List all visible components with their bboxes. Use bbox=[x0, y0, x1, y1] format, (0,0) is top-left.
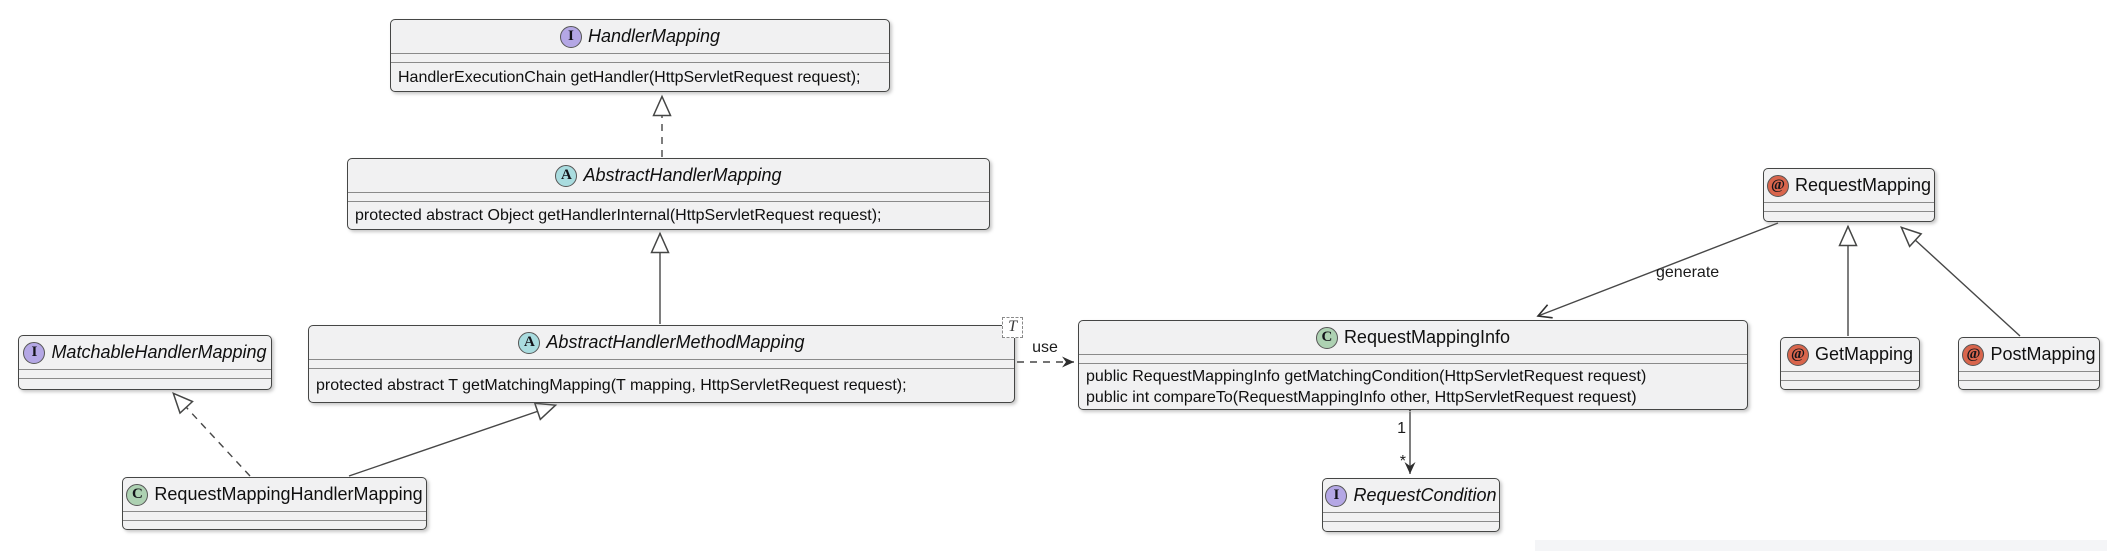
method-signature: public RequestMappingInfo getMatchingCon… bbox=[1086, 368, 1647, 385]
annotation-icon: @ bbox=[1962, 343, 1985, 366]
methods-compartment bbox=[123, 520, 426, 529]
class-icon: C bbox=[126, 483, 149, 506]
annotation-icon: @ bbox=[1766, 174, 1789, 197]
edge-requestmappinghandlermapping-extends-abstracthandlermethodmapping bbox=[348, 402, 558, 477]
class-title: A AbstractHandlerMapping bbox=[348, 159, 989, 192]
class-name: RequestCondition bbox=[1353, 485, 1497, 505]
class-box-MatchableHandlerMapping: I MatchableHandlerMapping bbox=[18, 335, 272, 390]
class-title: I MatchableHandlerMapping bbox=[19, 336, 271, 369]
class-name: MatchableHandlerMapping bbox=[51, 342, 267, 362]
methods-compartment bbox=[1323, 521, 1499, 531]
class-box-RequestMapping: @ RequestMapping bbox=[1763, 168, 1935, 222]
class-title: @ RequestMapping bbox=[1764, 169, 1934, 202]
class-title: I RequestCondition bbox=[1323, 479, 1499, 512]
methods-compartment bbox=[1764, 211, 1934, 221]
edge-requestmappinginfo-composes-requestcondition-label: 1 bbox=[1397, 420, 1406, 437]
fields-compartment bbox=[1781, 371, 1919, 380]
methods-compartment: protected abstract T getMatchingMapping(… bbox=[309, 368, 1014, 402]
methods-compartment bbox=[19, 378, 271, 389]
class-title: A AbstractHandlerMethodMapping bbox=[309, 326, 1014, 359]
abstract-class-icon: A bbox=[518, 331, 541, 354]
annotation-icon: @ bbox=[1786, 343, 1809, 366]
class-name: RequestMappingHandlerMapping bbox=[154, 484, 423, 504]
fields-compartment bbox=[1079, 354, 1747, 363]
class-title: C RequestMappingHandlerMapping bbox=[123, 478, 426, 511]
class-icon: C bbox=[1315, 326, 1338, 349]
class-name: PostMapping bbox=[1990, 344, 2096, 364]
class-box-GetMapping: @ GetMapping bbox=[1780, 337, 1920, 390]
edge-requestmappinghandlermapping-realizes-matchablehandlermapping bbox=[172, 392, 251, 477]
interface-icon: I bbox=[23, 341, 46, 364]
edge-requestmapping-generates-requestmappinginfo bbox=[1536, 222, 1779, 319]
fields-compartment bbox=[1764, 202, 1934, 211]
fields-compartment bbox=[19, 369, 271, 378]
edge-abstracthandlermethodmapping-uses-requestmappinginfo-label: use bbox=[1032, 339, 1058, 356]
methods-compartment bbox=[1959, 380, 2099, 389]
fields-compartment bbox=[348, 192, 989, 201]
edge-postmapping-extends-requestmapping bbox=[1900, 226, 2021, 337]
class-box-HandlerMapping: I HandlerMapping HandlerExecutionChain g… bbox=[390, 19, 890, 92]
interface-icon: I bbox=[559, 25, 582, 48]
interface-icon: I bbox=[1325, 484, 1348, 507]
fields-compartment bbox=[309, 359, 1014, 368]
class-title: @ GetMapping bbox=[1781, 338, 1919, 371]
method-signature: HandlerExecutionChain getHandler(HttpSer… bbox=[398, 68, 861, 86]
fields-compartment bbox=[391, 53, 889, 62]
class-name: RequestMappingInfo bbox=[1343, 327, 1511, 347]
fields-compartment bbox=[123, 511, 426, 520]
abstract-class-icon: A bbox=[555, 164, 578, 187]
class-title: I HandlerMapping bbox=[391, 20, 889, 53]
methods-compartment bbox=[1781, 380, 1919, 389]
class-box-RequestCondition: I RequestCondition bbox=[1322, 478, 1500, 532]
class-box-PostMapping: @ PostMapping bbox=[1958, 337, 2100, 390]
methods-compartment: public RequestMappingInfo getMatchingCon… bbox=[1079, 363, 1747, 410]
class-name: RequestMapping bbox=[1794, 175, 1932, 195]
generic-type-badge: T bbox=[1002, 317, 1023, 338]
bottom-right-band bbox=[1535, 540, 2107, 551]
method-signature: protected abstract Object getHandlerInte… bbox=[355, 207, 882, 224]
class-name: GetMapping bbox=[1814, 344, 1914, 364]
class-name: AbstractHandlerMapping bbox=[583, 165, 782, 185]
class-name: HandlerMapping bbox=[587, 26, 721, 46]
class-box-RequestMappingInfo: C RequestMappingInfo public RequestMappi… bbox=[1078, 320, 1748, 410]
method-signature: public int compareTo(RequestMappingInfo … bbox=[1086, 389, 1637, 406]
methods-compartment: protected abstract Object getHandlerInte… bbox=[348, 201, 989, 229]
class-box-RequestMappingHandlerMapping: C RequestMappingHandlerMapping bbox=[122, 477, 427, 530]
fields-compartment bbox=[1959, 371, 2099, 380]
class-title: C RequestMappingInfo bbox=[1079, 321, 1747, 354]
edge-requestmapping-generates-requestmappinginfo-label: generate bbox=[1656, 264, 1719, 281]
edge-requestmappinginfo-composes-requestcondition-label: * bbox=[1400, 453, 1406, 470]
method-signature: protected abstract T getMatchingMapping(… bbox=[316, 377, 907, 394]
class-name: AbstractHandlerMethodMapping bbox=[546, 332, 805, 352]
class-box-AbstractHandlerMethodMapping: A AbstractHandlerMethodMapping protected… bbox=[308, 317, 1023, 403]
fields-compartment bbox=[1323, 512, 1499, 521]
class-box-AbstractHandlerMapping: A AbstractHandlerMapping protected abstr… bbox=[347, 158, 990, 230]
methods-compartment: HandlerExecutionChain getHandler(HttpSer… bbox=[391, 62, 889, 91]
class-title: @ PostMapping bbox=[1959, 338, 2099, 371]
